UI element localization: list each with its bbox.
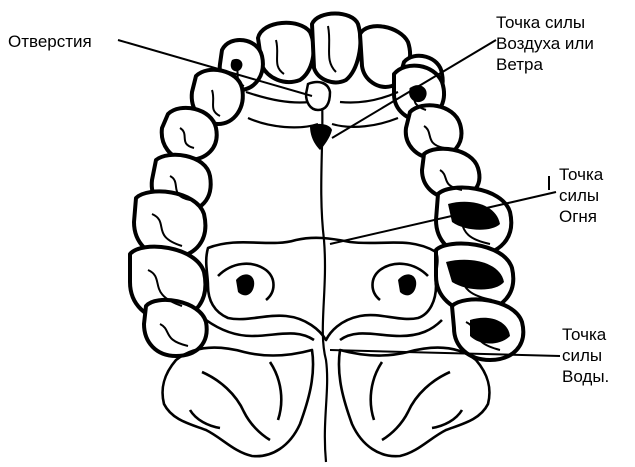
air-point-marker [310, 124, 332, 150]
label-water-power-point: Точка силы Воды. [562, 324, 609, 387]
label-fire-power-point: Точка силы Огня [559, 164, 603, 227]
tooth [144, 300, 207, 356]
greater-palatine-foramen-right [398, 274, 416, 295]
tooth [162, 108, 217, 160]
label-air-power-point: Точка силы Воздуха или Ветра [496, 12, 594, 75]
greater-palatine-foramen-left [236, 274, 254, 295]
tooth [258, 23, 314, 82]
label-opening: Отверстия [8, 31, 92, 52]
tooth [312, 14, 360, 83]
